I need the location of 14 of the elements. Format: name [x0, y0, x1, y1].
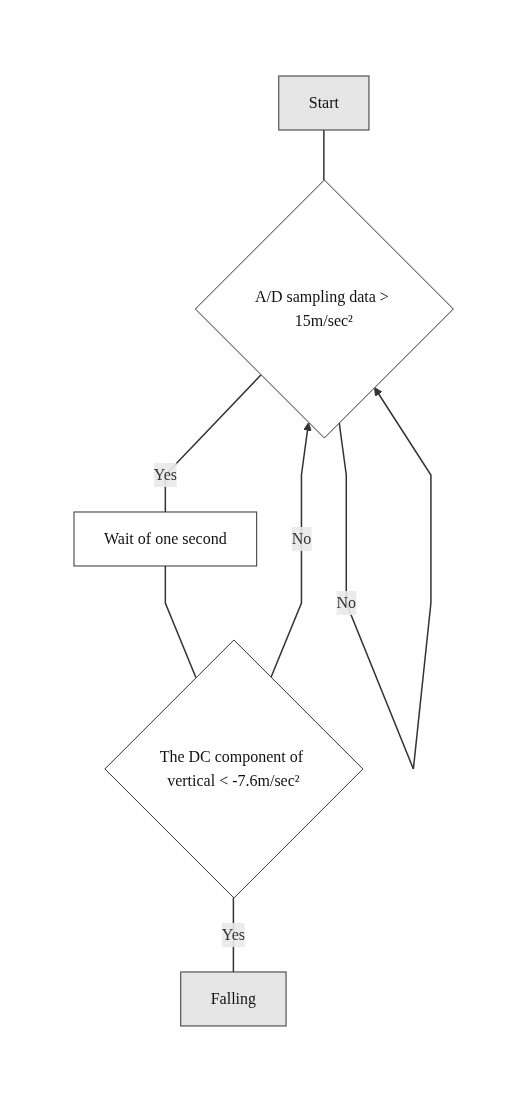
- connector: [164, 374, 262, 513]
- node-diamond: A/D sampling data > 15m/sec²: [195, 179, 455, 439]
- edge-label: Yes: [222, 925, 246, 943]
- connector: [164, 565, 197, 679]
- arrow: [338, 387, 432, 770]
- arrow: [270, 422, 313, 679]
- node-diamond: The DC component of vertical < -7.6m/sec²: [104, 639, 364, 899]
- node-box: Falling: [180, 971, 287, 1027]
- node-box: Start: [278, 75, 370, 131]
- node-box: Wait of one second: [73, 511, 258, 567]
- edge-label: No: [291, 530, 312, 547]
- connector: [323, 129, 325, 181]
- edge-label: Yes: [154, 466, 178, 483]
- edge-label: No: [336, 594, 357, 611]
